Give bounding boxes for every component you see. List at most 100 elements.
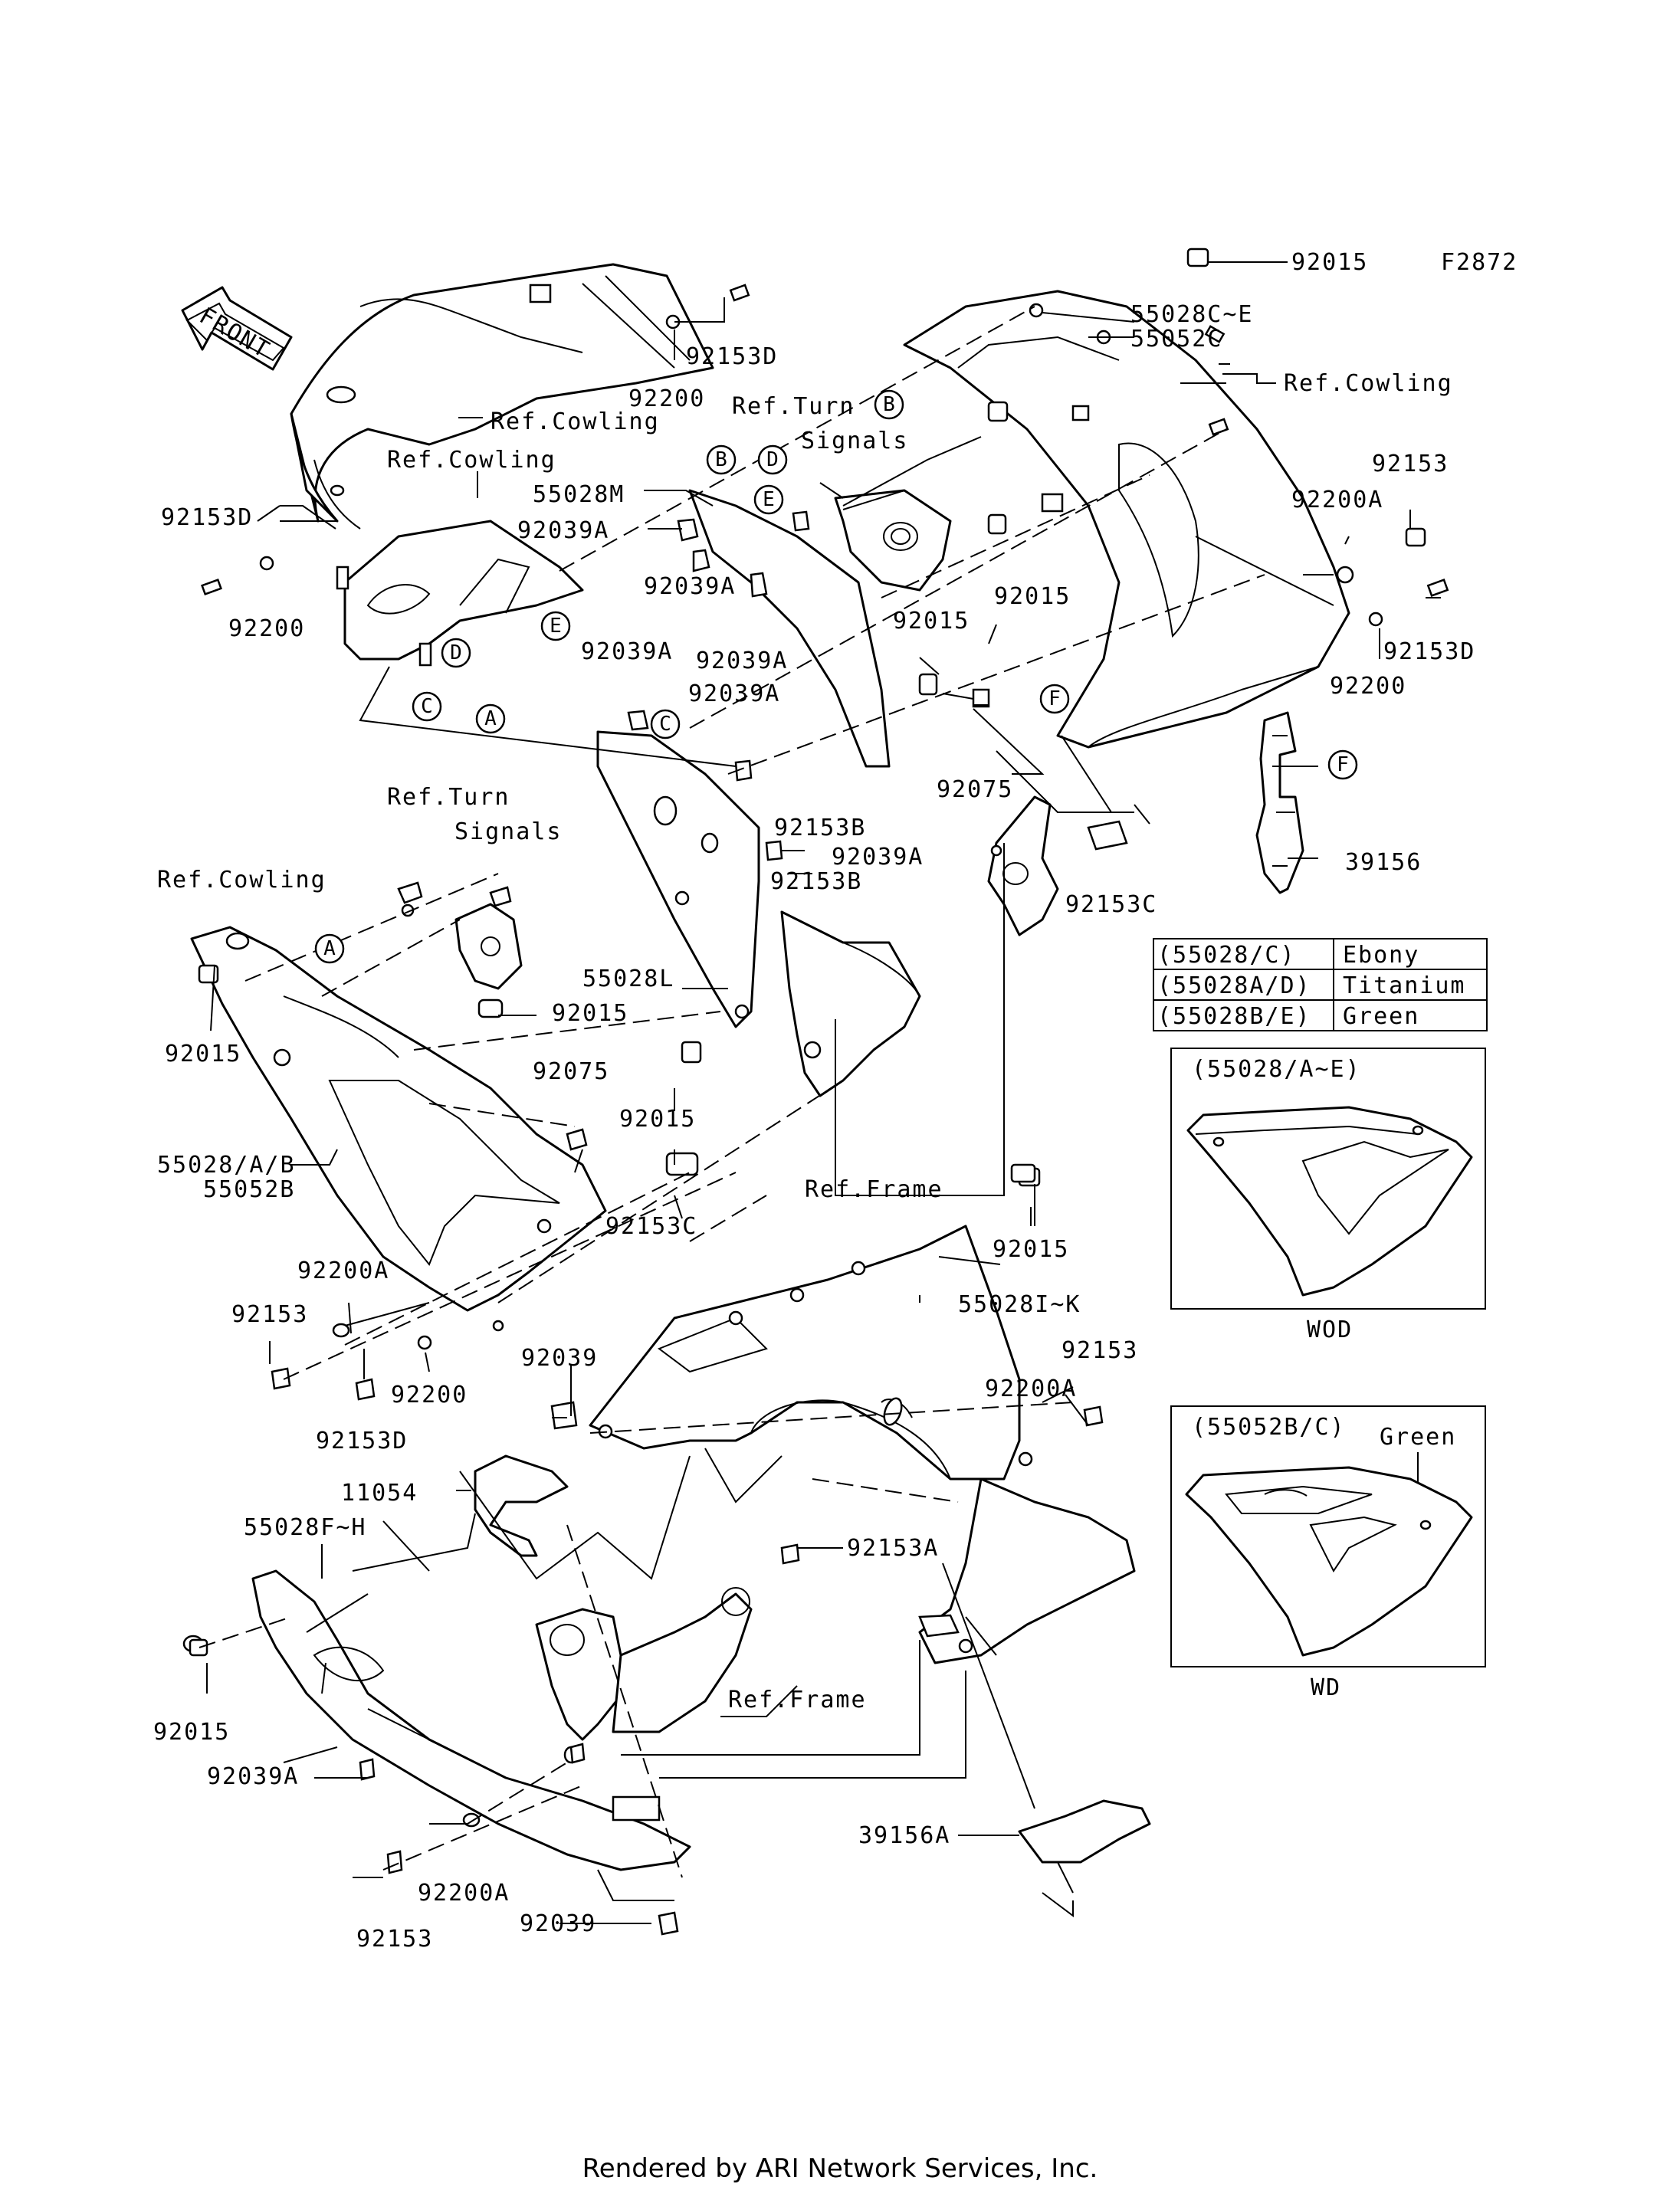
label-92200a: 92200A [418, 1880, 510, 1907]
table-color: Titanium [1343, 972, 1466, 999]
label-92200: 92200 [628, 385, 705, 412]
panel-55028l [596, 730, 760, 1028]
frame-lower [535, 1587, 753, 1741]
label-ref-turn: Ref.Turn [732, 393, 855, 420]
bracket-11054 [474, 1454, 569, 1557]
inset-wod: (55028/A~E) WOD [1170, 1048, 1486, 1343]
circle-letter-f-1: F [1039, 684, 1070, 714]
svg-text:C: C [659, 713, 671, 736]
label-55028f-h: 55028F~H [244, 1514, 367, 1541]
label-92015: 92015 [994, 583, 1071, 610]
label-92039a: 92039A [517, 517, 609, 544]
label-92039: 92039 [520, 1910, 596, 1937]
label-92153c: 92153C [605, 1213, 697, 1240]
label-55028-a-b: 55028/A/B [157, 1152, 296, 1179]
label-92153: 92153 [1061, 1337, 1138, 1364]
inset-wd-caption: WD [1311, 1674, 1341, 1701]
label-ref-frame: Ref.Frame [728, 1687, 867, 1713]
label-ref-cowling: Ref.Cowling [387, 447, 556, 474]
label-92153: 92153 [231, 1301, 308, 1328]
circle-letter-a-2: A [314, 933, 345, 964]
table-code: (55028A/D) [1157, 972, 1311, 999]
label-55052b: 55052B [203, 1176, 295, 1203]
label-92153a: 92153A [847, 1535, 939, 1562]
label-92200a: 92200A [985, 1376, 1077, 1402]
label-55052c: 55052C [1130, 326, 1222, 353]
circle-letter-e-2: E [540, 611, 571, 641]
label-11054: 11054 [341, 1480, 418, 1507]
label-92039a: 92039A [644, 573, 736, 600]
label-92200: 92200 [1330, 673, 1406, 700]
table-code: (55028/C) [1157, 942, 1296, 969]
label-92015: 92015 [1291, 249, 1368, 276]
svg-text:D: D [766, 448, 779, 471]
label-92015: 92015 [165, 1041, 241, 1067]
label-ref-turn-signals: Signals [801, 428, 908, 454]
label-92015: 92015 [552, 1000, 628, 1027]
middle-left-fairing [190, 926, 607, 1332]
circle-letter-e-1: E [753, 484, 784, 515]
label-55028l: 55028L [582, 966, 674, 992]
label-ref-turn-signals: Signals [454, 818, 562, 845]
label-39156: 39156 [1345, 849, 1422, 876]
label-92015: 92015 [153, 1719, 230, 1746]
svg-text:F: F [1337, 753, 1349, 776]
circle-letter-d-2: D [441, 638, 471, 668]
circle-letter-f-2: F [1327, 749, 1358, 780]
circle-letter-c-1: C [412, 691, 442, 722]
svg-text:A: A [484, 707, 497, 730]
circle-letter-b-1: B [874, 389, 904, 420]
lower-right-fairing [589, 1225, 1021, 1481]
turn-signal-bracket-left [454, 903, 523, 1018]
label-ref-turn: Ref.Turn [387, 784, 510, 811]
label-92039a: 92039A [832, 844, 924, 871]
svg-text:A: A [323, 937, 336, 960]
color-table: (55028/C) Ebony (55028A/D) Titanium (550… [1153, 938, 1488, 1031]
label-92153b: 92153B [774, 815, 866, 841]
upper-hardware [201, 248, 1449, 708]
label-39156a: 39156A [858, 1822, 950, 1849]
inner-panel-left [336, 520, 584, 667]
label-92153c: 92153C [1065, 891, 1157, 918]
inset-wd-header: (55052B/C) [1192, 1414, 1346, 1441]
label-92153d: 92153D [686, 343, 778, 370]
svg-text:B: B [715, 448, 727, 471]
turn-signal-mount [834, 489, 952, 592]
label-92200a: 92200A [297, 1258, 389, 1284]
label-ref-cowling: Ref.Cowling [157, 867, 326, 894]
frame-bracket-upper [987, 795, 1128, 936]
circle-letter-c-2: C [650, 709, 681, 739]
label-92039a: 92039A [581, 638, 673, 665]
lower-belly-panel [918, 1477, 1136, 1664]
label-55028c-e: 55028C~E [1130, 301, 1254, 328]
label-55028m: 55028M [533, 481, 625, 508]
upper-right-fairing [903, 290, 1350, 749]
label-92075: 92075 [937, 776, 1013, 803]
lower-inner-cover [780, 910, 921, 1097]
svg-text:E: E [763, 488, 775, 511]
inset-wd-note: Green [1380, 1424, 1456, 1451]
group-brackets [283, 666, 1134, 1901]
label-92153b: 92153B [770, 868, 862, 895]
pad-39156 [1255, 711, 1304, 894]
label-ref-cowling: Ref.Cowling [1284, 370, 1453, 397]
label-92039: 92039 [521, 1345, 598, 1372]
inset-wd: (55052B/C) Green WD [1170, 1405, 1486, 1701]
figure-code: F2872 [1441, 249, 1518, 276]
inset-wod-caption: WOD [1307, 1317, 1353, 1343]
table-color: Green [1343, 1003, 1419, 1030]
label-92015: 92015 [993, 1236, 1069, 1263]
label-92153d: 92153D [316, 1428, 408, 1454]
table-code: (55028B/E) [1157, 1003, 1311, 1030]
label-92153: 92153 [1372, 451, 1449, 477]
label-92153d: 92153D [1383, 638, 1475, 665]
alignment-lines [199, 306, 1265, 1878]
inset-wod-header: (55028/A~E) [1192, 1056, 1361, 1083]
circle-letter-b-2: B [706, 444, 737, 475]
middle-hardware [198, 881, 1041, 1401]
label-92039a: 92039A [207, 1763, 299, 1790]
clips [627, 510, 810, 861]
table-color: Ebony [1343, 942, 1419, 969]
callout-labels: 92015 55028C~E 55052C 92153D 92200 Ref.C… [153, 249, 1475, 1953]
